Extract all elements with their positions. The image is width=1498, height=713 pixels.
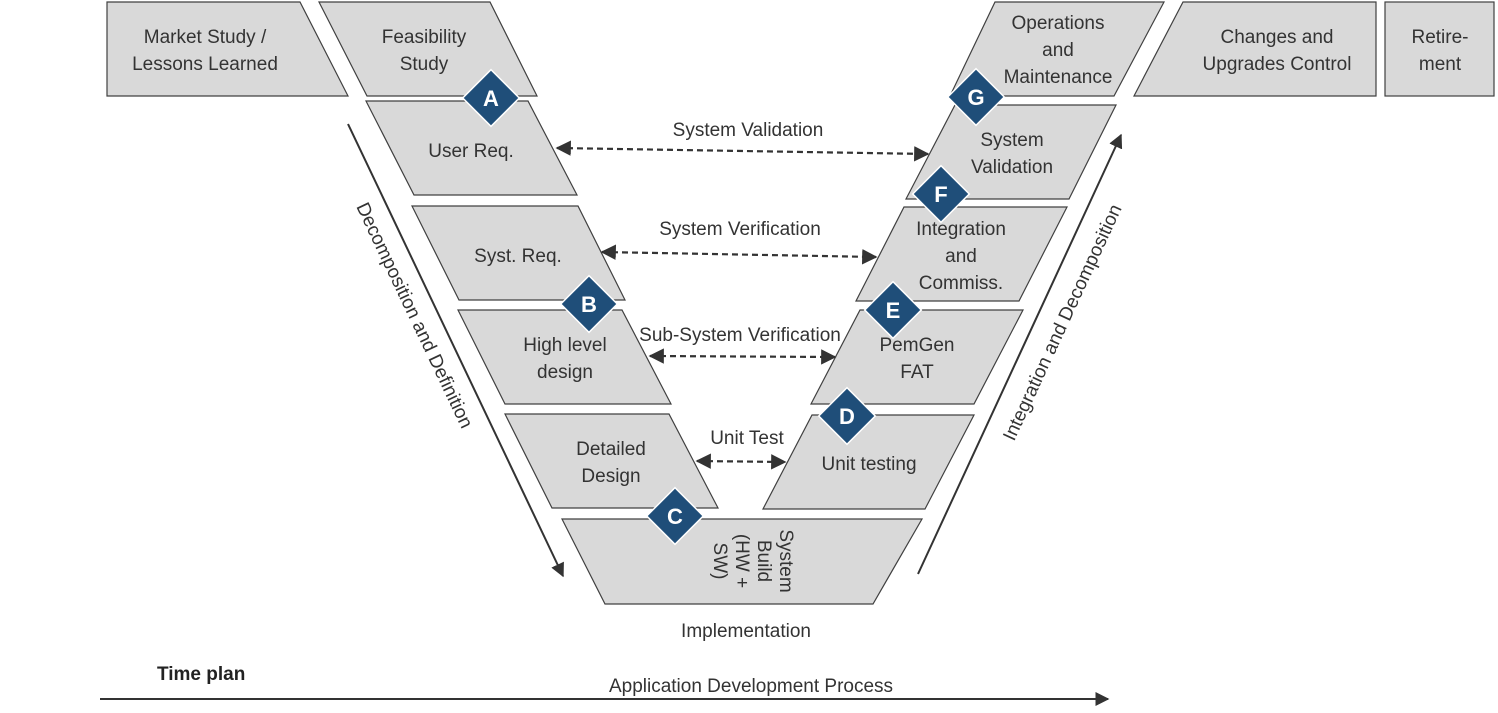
link-subsystem-verification: Sub-System Verification (639, 325, 841, 365)
label: and (945, 246, 977, 267)
label: Unit Test (710, 428, 784, 449)
implementation-label: Implementation (681, 621, 811, 642)
label: PemGen (880, 335, 955, 356)
milestone-b: B (559, 274, 619, 334)
svg-text:E: E (886, 298, 901, 323)
label: Validation (971, 157, 1053, 178)
link-unit-test: Unit Test (695, 428, 787, 470)
label: Detailed (576, 439, 646, 460)
label: Upgrades Control (1203, 54, 1352, 75)
label: SW) (709, 543, 730, 580)
label: Changes and (1220, 27, 1333, 48)
label: Design (581, 466, 640, 487)
step-unit-testing: Unit testing (762, 414, 975, 510)
svg-text:G: G (967, 85, 984, 110)
label: System Verification (659, 219, 821, 240)
label: System (775, 529, 796, 592)
phase-feasibility-study: Feasibility Study (318, 1, 538, 97)
label: Retire- (1411, 27, 1468, 48)
label: Market Study / (144, 27, 267, 48)
step-system-validation: System Validation (905, 104, 1117, 200)
label: System (980, 130, 1043, 151)
label: (HW + (731, 534, 752, 588)
label: Build (753, 540, 774, 582)
time-plan-label: Time plan (157, 664, 245, 685)
label: FAT (900, 362, 934, 383)
milestone-e: E (863, 280, 923, 340)
label: Lessons Learned (132, 54, 278, 75)
label: Feasibility (382, 27, 467, 48)
label: Operations (1012, 13, 1105, 34)
step-detailed-design: Detailed Design (504, 413, 719, 509)
milestone-f: F (911, 164, 971, 224)
phase-changes-upgrades: Changes and Upgrades Control (1133, 1, 1377, 97)
step-pemgen-fat: PemGen FAT (810, 309, 1024, 405)
step-syst-req: Syst. Req. (411, 205, 626, 301)
label: Study (400, 54, 449, 75)
label: Unit testing (821, 454, 916, 475)
step-system-build: System Build (HW + SW) (561, 518, 924, 605)
svg-text:C: C (667, 504, 683, 529)
link-system-validation: System Validation (555, 120, 930, 162)
step-integration-commissioning: Integration and Commiss. (855, 206, 1068, 302)
label: and (1042, 40, 1074, 61)
phase-operations-maintenance: Operations and Maintenance (949, 1, 1165, 97)
svg-text:F: F (934, 182, 947, 207)
label: Syst. Req. (474, 246, 562, 267)
label: Application Development Process (609, 676, 893, 697)
label: Maintenance (1004, 67, 1113, 88)
label: Sub-System Verification (639, 325, 841, 346)
milestone-c: C (645, 486, 705, 546)
label: Integration (916, 219, 1006, 240)
svg-text:A: A (483, 86, 499, 111)
link-system-verification: System Verification (600, 219, 878, 265)
phase-retirement: Retire- ment (1384, 1, 1495, 97)
svg-text:B: B (581, 292, 597, 317)
label: ment (1419, 54, 1462, 75)
label: High level (523, 335, 606, 356)
phase-market-study: Market Study / Lessons Learned (106, 1, 349, 97)
step-user-req: User Req. (365, 100, 578, 196)
milestone-d: D (817, 386, 877, 446)
svg-text:D: D (839, 404, 855, 429)
label: design (537, 362, 593, 383)
timeline-arrow: Application Development Process (100, 676, 1110, 706)
label: Commiss. (919, 273, 1003, 294)
label: System Validation (673, 120, 824, 141)
milestone-g: G (946, 67, 1006, 127)
label: User Req. (428, 141, 514, 162)
milestone-a: A (461, 68, 521, 128)
